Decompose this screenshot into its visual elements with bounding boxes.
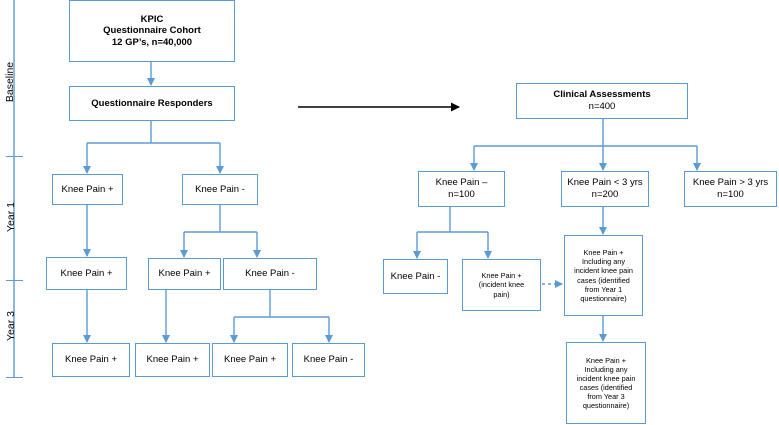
y1-incident-line: from Year 1 <box>584 284 623 294</box>
y3-from-pos-label: Knee Pain + <box>60 267 113 279</box>
y1-incident-line: incident knee pain <box>574 266 633 276</box>
phase-label-year1: Year 1 <box>5 202 17 232</box>
phase-divider-1 <box>6 156 23 157</box>
y3-b-label: Knee Pain + <box>146 354 199 366</box>
y3-c-box: Knee Pain + <box>212 343 288 377</box>
y3-a-label: Knee Pain + <box>64 354 118 366</box>
y3-incident-line: Knee Pain + <box>586 355 626 365</box>
kpneg-neg-label: Knee Pain - <box>390 270 441 282</box>
kp-neg-box: Knee Pain – n=100 <box>418 171 505 207</box>
y1-incident-line: cases (identified <box>577 275 630 285</box>
y1neg-pos-label: Knee Pain + <box>158 268 211 280</box>
clinical-n: n=400 <box>588 101 616 112</box>
kp-gt3-label: Knee Pain > 3 yrs <box>692 177 769 189</box>
y1neg-pos-box: Knee Pain + <box>148 258 221 290</box>
kp-lt3-n: n=200 <box>591 189 619 200</box>
y3-from-pos-box: Knee Pain + <box>46 257 127 290</box>
y1-incident-box: Knee Pain + Including any incident knee … <box>564 235 643 316</box>
y1-incident-line: questionnaire) <box>580 293 627 303</box>
kpneg-neg-box: Knee Pain - <box>383 259 448 294</box>
y3-incident-line: questionnaire) <box>582 401 630 411</box>
kp-neg-label: Knee Pain – <box>435 177 488 189</box>
y1-knee-pain-pos-box: Knee Pain + <box>52 174 123 205</box>
y3-b-box: Knee Pain + <box>135 343 210 377</box>
kp-lt3-label: Knee Pain < 3 yrs <box>567 177 643 189</box>
kpneg-incident-box: Knee Pain + (incident knee pain) <box>462 259 541 311</box>
y1-incident-line: Including any <box>581 257 625 267</box>
y3-incident-line: from Year 3 <box>587 392 625 402</box>
kp-lt3-box: Knee Pain < 3 yrs n=200 <box>561 171 649 207</box>
kp-gt3-n: n=100 <box>717 189 744 200</box>
y1-knee-pain-neg-label: Knee Pain - <box>195 183 245 195</box>
kp-neg-n: n=100 <box>448 189 475 200</box>
kpneg-incident-line: (incident knee <box>478 280 525 290</box>
questionnaire-responders-box: Questionnaire Responders <box>69 86 235 121</box>
y3-incident-line: cases (identified <box>579 383 633 392</box>
cohort-size: 12 GP’s, n=40,000 <box>111 36 193 48</box>
y3-d-box: Knee Pain - <box>292 343 365 377</box>
responders-label: Questionnaire Responders <box>91 97 213 109</box>
y1-knee-pain-neg-box: Knee Pain - <box>182 174 258 205</box>
phase-label-baseline: Baseline <box>4 61 16 103</box>
kpneg-incident-line: pain) <box>493 289 510 299</box>
y1neg-neg-box: Knee Pain - <box>223 258 317 290</box>
y1-incident-line: Knee Pain + <box>583 248 624 258</box>
y3-incident-line: Including any <box>584 364 628 374</box>
y1-knee-pain-pos-label: Knee Pain + <box>61 183 114 195</box>
y3-d-label: Knee Pain - <box>303 354 354 366</box>
kp-gt3-box: Knee Pain > 3 yrs n=100 <box>684 171 777 207</box>
y3-incident-box: Knee Pain + Including any incident knee … <box>566 342 646 424</box>
y3-c-label: Knee Pain + <box>223 354 277 366</box>
phase-divider-2 <box>6 280 23 281</box>
cohort-title: KPIC <box>140 13 164 25</box>
clinical-title: Clinical Assessments <box>553 89 651 101</box>
y3-incident-line: incident knee pain <box>576 373 636 383</box>
kpic-cohort-box: KPIC Questionnaire Cohort 12 GP’s, n=40,… <box>69 0 235 62</box>
y3-a-box: Knee Pain + <box>52 343 130 377</box>
phase-divider-3 <box>6 377 23 378</box>
kpneg-incident-line: Knee Pain + <box>481 271 522 281</box>
cohort-subtitle: Questionnaire Cohort <box>103 25 201 37</box>
phase-label-year3: Year 3 <box>5 311 17 341</box>
y1neg-neg-label: Knee Pain - <box>245 268 295 280</box>
clinical-assessments-box: Clinical Assessments n=400 <box>516 83 688 119</box>
